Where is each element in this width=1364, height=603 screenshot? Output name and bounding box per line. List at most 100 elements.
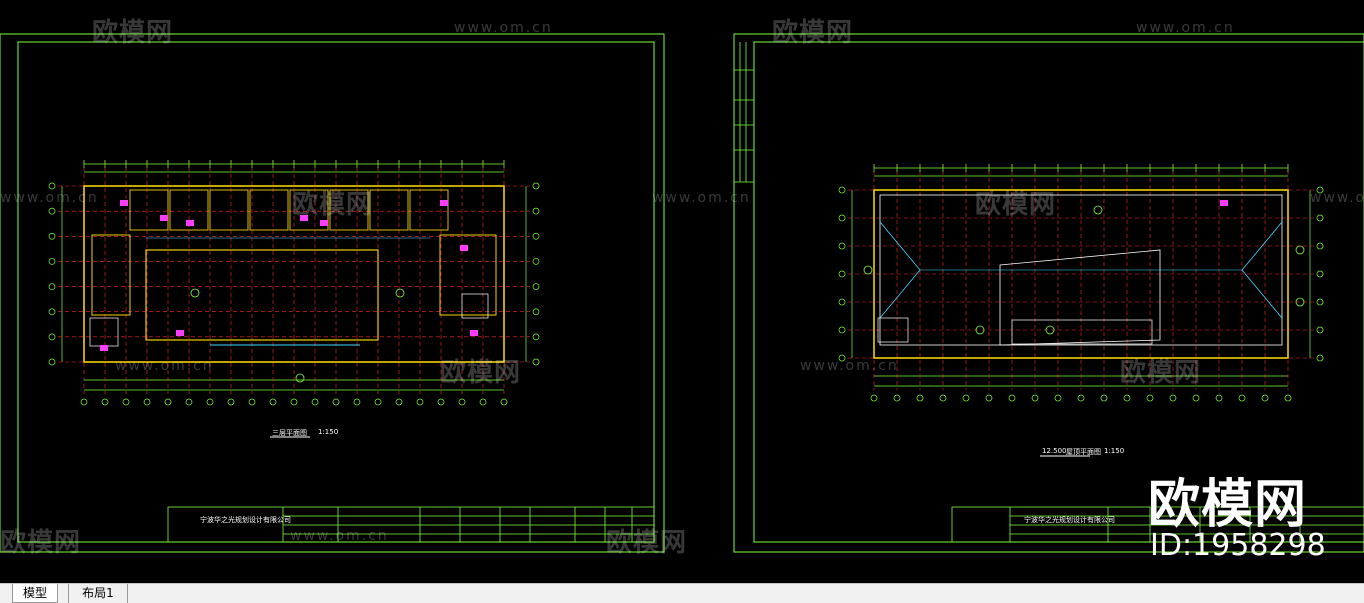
watermark-brand-large: 欧模网 (1148, 475, 1308, 535)
axis-bubble (838, 270, 846, 278)
room-wall (169, 189, 209, 231)
section-marker (295, 373, 305, 383)
axis-bubble (1316, 186, 1324, 194)
section-marker (1093, 205, 1103, 215)
axis-bubble (1031, 394, 1039, 402)
roof-volume (999, 249, 1161, 346)
tab-layout1[interactable]: 布局1 (68, 584, 128, 603)
exterior-wall (873, 189, 1289, 359)
tab-model[interactable]: 模型 (12, 584, 58, 603)
axis-bubble (48, 232, 56, 240)
axis-bubble (1123, 394, 1131, 402)
left-sheet-inner-frame (17, 41, 655, 543)
roof-parapet (1011, 319, 1153, 345)
left-title-block (167, 506, 655, 543)
axis-bubble (269, 398, 277, 406)
fixture (460, 245, 468, 251)
fixture (100, 345, 108, 351)
right-plan-title: 屋顶平面图 (1066, 448, 1101, 456)
axis-bubble (374, 398, 382, 406)
fixture (186, 220, 194, 226)
axis-bubble (838, 298, 846, 306)
axis-bubble (48, 182, 56, 190)
axis-bubble (48, 258, 56, 265)
stair (89, 317, 119, 347)
axis-bubble (893, 394, 901, 402)
axis-bubble (1316, 326, 1324, 334)
roof-plan (838, 164, 1324, 402)
axis-bubble (101, 398, 109, 406)
axis-bubble (532, 308, 540, 316)
drain (1220, 200, 1228, 206)
axis-bubble (838, 214, 846, 222)
fixture (160, 215, 168, 221)
axis-bubble (1146, 394, 1154, 402)
axis-bubble (290, 398, 298, 406)
room-wall (439, 234, 497, 316)
axis-bubble (48, 308, 56, 316)
axis-bubble (1100, 394, 1108, 402)
fixture (300, 215, 308, 221)
section-marker (1295, 245, 1305, 255)
axis-bubble (248, 398, 256, 406)
room-wall (369, 189, 409, 231)
room-wall (209, 189, 249, 231)
right-plan-scale: 1:150 (1104, 447, 1125, 455)
axis-bubble (1008, 394, 1016, 402)
axis-bubble (437, 398, 445, 406)
exterior-wall (83, 185, 505, 363)
section-marker (1045, 325, 1055, 335)
roof-outline (879, 194, 1283, 346)
axis-bubble (48, 207, 56, 215)
fixture (176, 330, 184, 336)
axis-bubble (916, 394, 924, 402)
right-sheet-outer-frame (733, 33, 1364, 553)
fixture (440, 200, 448, 206)
left-sheet-outer-frame (0, 33, 665, 553)
axis-bubble (1316, 242, 1324, 250)
axis-bubble (962, 394, 970, 402)
courtyard-wall (145, 249, 379, 341)
axis-bubble (1169, 394, 1177, 402)
axis-bubble (532, 182, 540, 190)
roof-hip-line (1241, 221, 1283, 319)
axis-bubble (1215, 394, 1223, 402)
axis-bubble (1054, 394, 1062, 402)
axis-bubble (870, 394, 878, 402)
axis-bubble (532, 333, 540, 341)
room-wall (289, 189, 329, 231)
axis-bubble (838, 326, 846, 334)
drawing-canvas[interactable]: 三层平面图 1:150 宁波华之光规划设计有限公司 12.500 屋顶平面图 1… (0, 0, 1364, 583)
axis-bubble (206, 398, 214, 406)
fixture (470, 330, 478, 336)
right-elevation-note: 12.500 (1042, 447, 1067, 455)
axis-bubble (122, 398, 130, 406)
axis-bubble (80, 398, 88, 406)
section-marker (1295, 297, 1305, 307)
stair (877, 317, 909, 343)
axis-bubble (395, 398, 403, 406)
axis-bubble (311, 398, 319, 406)
axis-bubble (479, 398, 487, 406)
left-sheet (0, 33, 665, 553)
axis-bubble (985, 394, 993, 402)
axis-bubble (185, 398, 193, 406)
axis-bubble (1284, 394, 1292, 402)
fixture (320, 220, 328, 226)
roof-hip-line (879, 221, 921, 319)
axis-bubble (1077, 394, 1085, 402)
section-marker (863, 265, 873, 275)
axis-bubble (143, 398, 151, 406)
left-plan-scale: 1:150 (318, 428, 339, 436)
axis-bubble (416, 398, 424, 406)
axis-bubble (332, 398, 340, 406)
section-marker (975, 325, 985, 335)
axis-bubble (458, 398, 466, 406)
room-wall (129, 189, 169, 231)
room-wall (249, 189, 289, 231)
axis-bubble (164, 398, 172, 406)
section-marker (190, 288, 200, 298)
room-wall (409, 189, 449, 231)
cad-drawing (0, 33, 1364, 553)
right-title-block (951, 506, 1364, 543)
